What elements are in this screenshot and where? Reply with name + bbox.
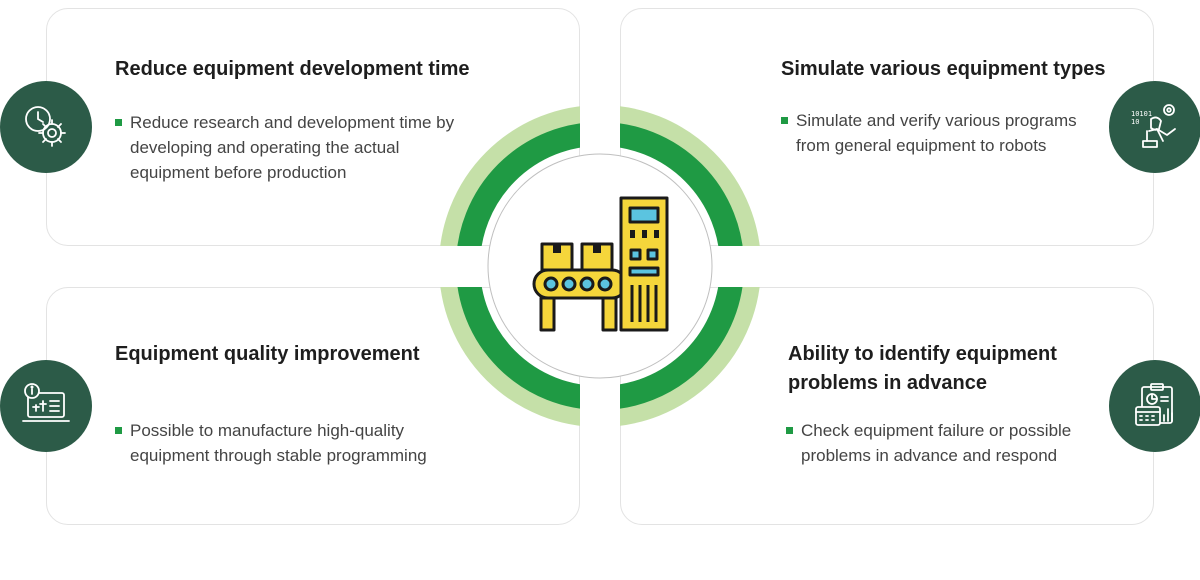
card-description: Reduce research and development time by … <box>115 110 465 185</box>
bullet-marker <box>786 427 793 434</box>
clock-gear-icon <box>0 81 92 173</box>
card-description-text: Check equipment failure or possible prob… <box>801 421 1072 465</box>
svg-text:10101: 10101 <box>1131 110 1152 118</box>
laptop-info-icon <box>0 360 92 452</box>
bullet-marker <box>115 427 122 434</box>
card-quality-improvement: Equipment quality improvement Possible t… <box>46 287 580 525</box>
bullet-marker <box>115 119 122 126</box>
card-description: Check equipment failure or possible prob… <box>786 418 1106 468</box>
svg-text:10: 10 <box>1131 118 1139 126</box>
card-simulate-equipment-types: Simulate various equipment types Simulat… <box>620 8 1154 246</box>
calendar-chart-icon <box>1109 360 1200 452</box>
card-title: Equipment quality improvement <box>115 343 420 365</box>
card-identify-problems: Ability to identify equipment problems i… <box>620 287 1154 525</box>
bullet-marker <box>781 117 788 124</box>
card-reduce-development-time: Reduce equipment development time Reduce… <box>46 8 580 246</box>
card-title: Reduce equipment development time <box>115 58 470 80</box>
card-description: Simulate and verify various programs fro… <box>781 108 1101 158</box>
card-title: Ability to identify equipment problems i… <box>788 343 1057 394</box>
robot-arm-icon: 10101 10 <box>1109 81 1200 173</box>
card-description-text: Simulate and verify various programs fro… <box>796 111 1077 155</box>
card-description-text: Reduce research and development time by … <box>130 113 455 182</box>
card-title: Simulate various equipment types <box>781 58 1106 80</box>
card-description-text: Possible to manufacture high-quality equ… <box>130 421 427 465</box>
card-description: Possible to manufacture high-quality equ… <box>115 418 475 468</box>
